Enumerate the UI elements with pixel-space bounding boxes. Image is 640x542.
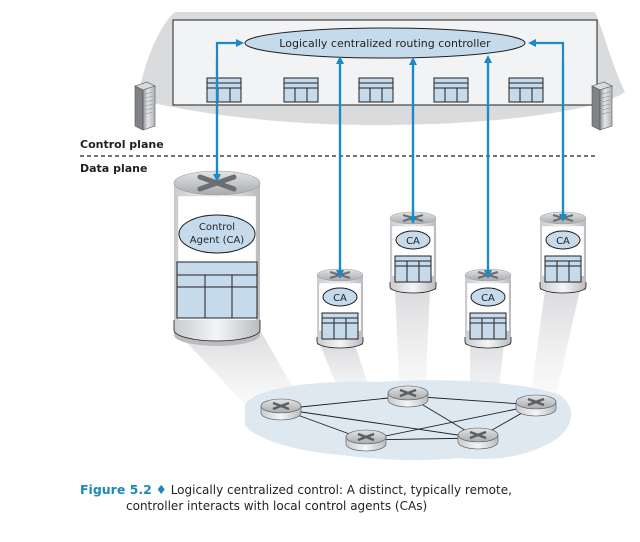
caption-bullet: ♦ [155,482,167,497]
flow-table [176,261,258,319]
controller-flow-table [283,77,319,103]
control-plane-label: Control plane [80,138,164,151]
flow-table [321,312,359,340]
control-arrows [213,39,567,278]
controller-flow-table [433,77,469,103]
ca-ellipse [545,230,581,250]
server-icon [134,81,156,131]
big-router: Control Agent (CA) [173,170,261,346]
controller-label: Logically centralized routing controller [279,37,491,50]
figure-caption: Figure 5.2 ♦ Logically centralized contr… [80,482,512,514]
flow-table [394,255,432,283]
small-router: CA [389,211,437,294]
flow-table [469,312,507,340]
controller-flow-table [206,77,242,103]
small-router: CA [316,268,364,349]
flow-table [544,255,582,283]
network-router-icon [260,398,302,421]
network-router-icon [345,429,387,452]
ca-ellipse [470,287,506,307]
ca-label: CA [406,236,420,247]
routing-controller-ellipse [244,27,526,59]
network-router-icon [387,385,429,408]
control-agent-line2: Agent (CA) [190,235,245,246]
server-icon [591,81,613,131]
small-router: CA [464,268,512,349]
caption-line2: controller interacts with local control … [126,499,428,513]
network-router-icon [515,394,557,417]
figure-number: Figure 5.2 [80,482,152,497]
ca-label: CA [556,236,570,247]
ca-label: CA [481,293,495,304]
network-router-icon [457,427,499,450]
caption-line1: Logically centralized control: A distinc… [170,483,512,497]
controller-flow-table [358,77,394,103]
ca-ellipse [395,230,431,250]
controller-flow-table [508,77,544,103]
control-agent-ellipse [178,214,256,254]
projection-beams [175,290,580,420]
data-plane-label: Data plane [80,162,147,175]
small-router: CA [539,211,587,294]
ca-ellipse [322,287,358,307]
control-agent-line1: Control [199,222,235,233]
ca-label: CA [333,293,347,304]
